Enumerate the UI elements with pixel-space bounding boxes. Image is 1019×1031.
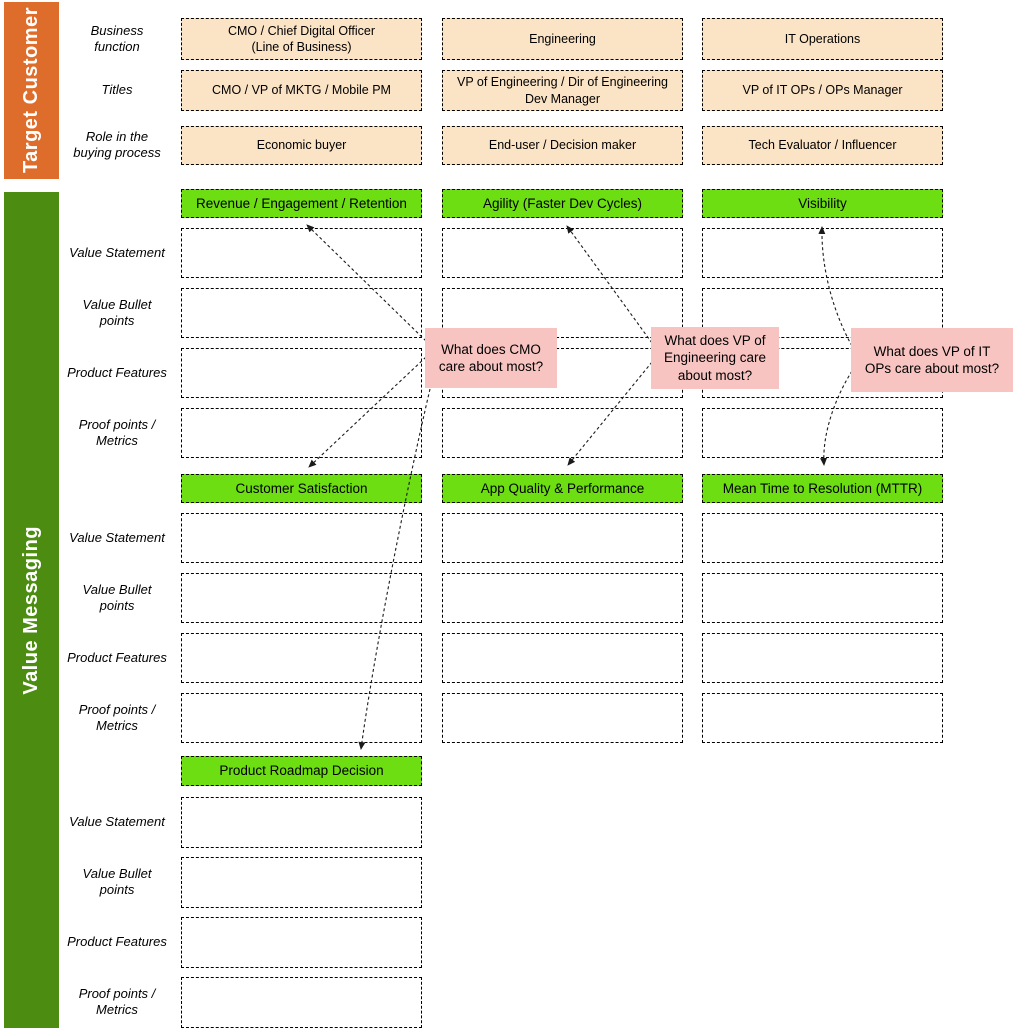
business-function-cell-cmo-text: CMO / Chief Digital Officer (Line of Bus… [227,23,376,54]
row-label-proof-points-s3: Proof points / Metrics [78,985,156,1017]
value-header-product-roadmap-text: Product Roadmap Decision [219,763,384,779]
value-header-app-quality-text: App Quality & Performance [480,480,645,496]
proof-points-cell-c1s3 [181,977,422,1028]
titles-cell-cmo-text: CMO / VP of MKTG / Mobile PM [212,83,391,98]
value-messaging-sidebar: Value Messaging [4,192,59,1028]
role-cell-engineering-text: End-user / Decision maker [488,138,637,153]
row-label-titles: Titles [101,81,133,97]
value-header-product-roadmap: Product Roadmap Decision [181,756,422,786]
business-function-cell-engineering-text: Engineering [529,31,596,46]
callout-cmo: What does CMO care about most? [425,328,557,388]
callout-vp-engineering-text: What does VP of Engineering care about m… [663,333,767,383]
value-header-agility: Agility (Faster Dev Cycles) [442,189,683,218]
value-header-mttr-text: Mean Time to Resolution (MTTR) [722,480,923,496]
proof-points-cell-c1s2 [181,693,422,743]
value-header-revenue: Revenue / Engagement / Retention [181,189,422,218]
value-statement-cell-c1s3 [181,797,422,848]
titles-cell-itops-text: VP of IT OPs / OPs Manager [742,83,903,98]
row-label-product-features-s2: Product Features [67,649,167,665]
titles-cell-engineering: VP of Engineering / Dir of Engineering D… [442,70,683,111]
product-features-cell-c3s2 [702,633,943,683]
row-label-business-function: Business function [90,22,144,54]
value-statement-cell-c1s2 [181,513,422,563]
value-bullets-cell-c1s1 [181,288,422,338]
row-label-value-bullets-s1: Value Bullet points [82,296,152,328]
value-bullets-cell-c1s2 [181,573,422,623]
value-statement-cell-c2s2 [442,513,683,563]
product-features-cell-c1s2 [181,633,422,683]
role-cell-cmo: Economic buyer [181,126,422,165]
value-bullets-cell-c3s2 [702,573,943,623]
value-header-customer-satisfaction: Customer Satisfaction [181,474,422,503]
value-statement-cell-c2s1 [442,228,683,278]
row-label-proof-points-s2: Proof points / Metrics [78,701,156,733]
product-features-cell-c1s3 [181,917,422,968]
business-function-cell-engineering: Engineering [442,18,683,60]
value-messaging-label: Value Messaging [20,525,42,695]
row-label-value-bullets-s2: Value Bullet points [82,581,152,613]
row-label-value-bullets-s3: Value Bullet points [82,865,152,897]
value-statement-cell-c3s1 [702,228,943,278]
proof-points-cell-c3s1 [702,408,943,458]
product-features-cell-c2s2 [442,633,683,683]
row-label-role: Role in the buying process [73,128,161,160]
proof-points-cell-c2s1 [442,408,683,458]
business-function-cell-itops-text: IT Operations [784,31,861,46]
product-features-cell-c1s1 [181,348,422,398]
business-function-cell-cmo: CMO / Chief Digital Officer (Line of Bus… [181,18,422,60]
callout-vp-it-ops: What does VP of IT OPs care about most? [851,328,1013,392]
role-cell-itops-text: Tech Evaluator / Influencer [748,138,897,153]
row-label-product-features-s1: Product Features [67,364,167,380]
titles-cell-cmo: CMO / VP of MKTG / Mobile PM [181,70,422,111]
callout-vp-it-ops-text: What does VP of IT OPs care about most? [864,343,1000,376]
value-header-agility-text: Agility (Faster Dev Cycles) [482,195,643,211]
proof-points-cell-c2s2 [442,693,683,743]
value-header-visibility-text: Visibility [798,195,847,211]
row-label-product-features-s3: Product Features [67,933,167,949]
proof-points-cell-c3s2 [702,693,943,743]
value-bullets-cell-c1s3 [181,857,422,908]
row-label-value-statement-s1: Value Statement [69,244,165,260]
role-cell-cmo-text: Economic buyer [256,138,347,153]
target-customer-sidebar: Target Customer [4,2,59,179]
role-cell-itops: Tech Evaluator / Influencer [702,126,943,165]
row-label-value-statement-s2: Value Statement [69,529,165,545]
value-header-mttr: Mean Time to Resolution (MTTR) [702,474,943,503]
row-label-value-statement-s3: Value Statement [69,813,165,829]
value-statement-cell-c3s2 [702,513,943,563]
value-statement-cell-c1s1 [181,228,422,278]
business-function-cell-itops: IT Operations [702,18,943,60]
titles-cell-engineering-text: VP of Engineering / Dir of Engineering D… [456,75,668,106]
value-header-revenue-text: Revenue / Engagement / Retention [196,195,407,211]
proof-points-cell-c1s1 [181,408,422,458]
titles-cell-itops: VP of IT OPs / OPs Manager [702,70,943,111]
value-bullets-cell-c2s2 [442,573,683,623]
value-header-app-quality: App Quality & Performance [442,474,683,503]
target-customer-label: Target Customer [20,7,42,174]
value-header-customer-satisfaction-text: Customer Satisfaction [235,480,368,496]
callout-vp-engineering: What does VP of Engineering care about m… [651,327,779,389]
value-header-visibility: Visibility [702,189,943,218]
callout-cmo-text: What does CMO care about most? [438,341,544,374]
role-cell-engineering: End-user / Decision maker [442,126,683,165]
row-label-proof-points-s1: Proof points / Metrics [78,416,156,448]
